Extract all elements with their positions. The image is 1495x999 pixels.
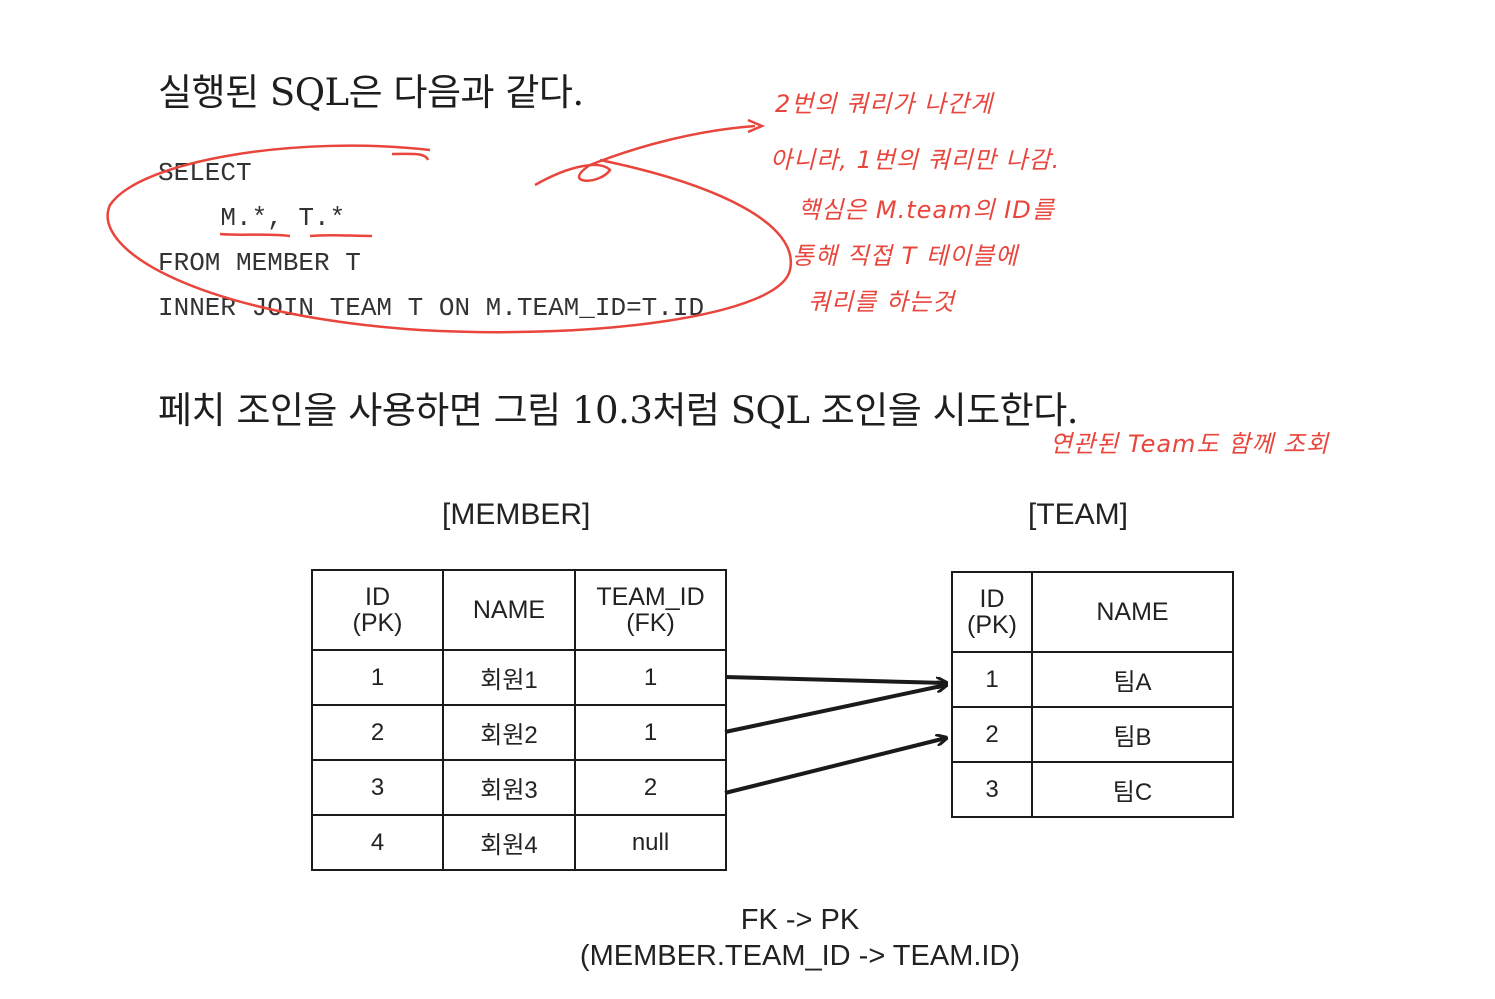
member-header-name: NAME — [442, 569, 576, 651]
team-header-name: NAME — [1031, 571, 1234, 653]
table-row: 1 팀A — [951, 651, 1234, 708]
handwritten-note: 통해 직접 T 테이블에 — [792, 242, 1019, 270]
sql-line: M.*, T.* — [158, 203, 346, 233]
team-table: ID(PK) NAME 1 팀A 2 팀B 3 팀C — [951, 571, 1234, 818]
table-row: 2 회원2 1 — [311, 704, 727, 761]
member-cell-id: 2 — [311, 704, 444, 761]
member-table-title: [MEMBER] — [442, 498, 591, 531]
table-row: 3 팀C — [951, 761, 1234, 818]
team-cell-id: 1 — [951, 651, 1033, 708]
red-pointer-arrow — [534, 124, 756, 187]
handwritten-note: 연관된 Team도 함께 조회 — [1050, 430, 1330, 458]
fk-arrow — [724, 685, 946, 734]
handwritten-note: 핵심은 M.team의 ID를 — [798, 196, 1055, 224]
sql-code-block: SELECT M.*, T.* FROM MEMBER T INNER JOIN… — [158, 158, 704, 323]
table-row: 4 회원4 null — [311, 814, 727, 871]
handwritten-note: 쿼리를 하는것 — [808, 288, 956, 316]
paragraph-fetch-join: 페치 조인을 사용하면 그림 10.3처럼 SQL 조인을 시도한다. — [158, 389, 1079, 432]
sql-line: SELECT — [158, 158, 252, 188]
member-cell-id: 1 — [311, 649, 444, 706]
caption-line2: (MEMBER.TEAM_ID -> TEAM.ID) — [579, 940, 1021, 972]
sql-line: INNER JOIN TEAM T ON M.TEAM_ID=T.ID — [158, 293, 705, 323]
member-cell-id: 3 — [311, 759, 444, 816]
member-cell-id: 4 — [311, 814, 444, 871]
member-cell-team-id: 1 — [574, 649, 727, 706]
table-row: 1 회원1 1 — [311, 649, 727, 706]
paragraph-executed-sql: 실행된 SQL은 다음과 같다. — [158, 71, 584, 114]
member-cell-name: 회원4 — [442, 814, 576, 871]
caption-line1: FK -> PK — [740, 904, 860, 936]
team-cell-id: 2 — [951, 706, 1033, 763]
red-underline-mark — [219, 232, 291, 238]
handwritten-note: 아니라, 1번의 쿼리만 나감. — [770, 146, 1061, 174]
red-arrowhead — [747, 118, 766, 134]
table-row: 2 팀B — [951, 706, 1234, 763]
fk-arrow — [724, 675, 946, 683]
team-cell-name: 팀B — [1031, 706, 1234, 763]
member-header-id: ID(PK) — [311, 569, 444, 651]
red-underline-mark — [391, 152, 430, 161]
team-cell-name: 팀A — [1031, 651, 1234, 708]
team-cell-id: 3 — [951, 761, 1033, 818]
handwritten-note: 2번의 쿼리가 나간게 — [775, 90, 994, 118]
fk-arrow — [724, 738, 946, 795]
table-row: 3 회원3 2 — [311, 759, 727, 816]
team-table-title: [TEAM] — [1028, 498, 1129, 531]
member-cell-team-id: null — [574, 814, 727, 871]
member-table: ID(PK) NAME TEAM_ID(FK) 1 회원1 1 2 회원2 1 … — [311, 569, 727, 871]
red-underline-mark — [309, 233, 373, 238]
fk-pk-caption: FK -> PK (MEMBER.TEAM_ID -> TEAM.ID) — [500, 902, 1100, 974]
member-cell-team-id: 1 — [574, 704, 727, 761]
member-header-team-id: TEAM_ID(FK) — [574, 569, 727, 651]
member-cell-team-id: 2 — [574, 759, 727, 816]
team-header-id: ID(PK) — [951, 571, 1033, 653]
member-cell-name: 회원3 — [442, 759, 576, 816]
member-cell-name: 회원1 — [442, 649, 576, 706]
member-cell-name: 회원2 — [442, 704, 576, 761]
team-cell-name: 팀C — [1031, 761, 1234, 818]
sql-line: FROM MEMBER T — [158, 248, 361, 278]
